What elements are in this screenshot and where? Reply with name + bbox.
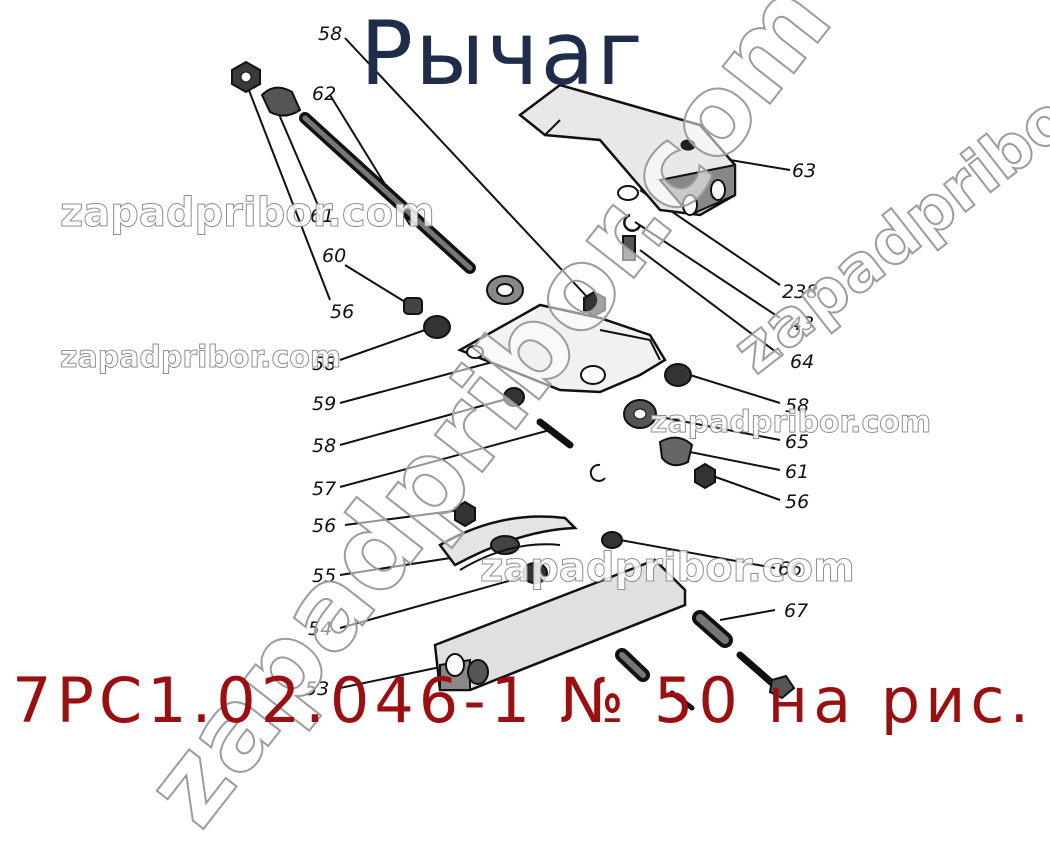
callout-67: 67 [784, 600, 808, 622]
leader-66 [619, 539, 776, 569]
leader-58c [339, 397, 511, 446]
callout-66: 66 [778, 558, 802, 580]
nut-56-right [694, 462, 716, 490]
callout-61a: 61 [310, 205, 334, 227]
watermark-2: zapadpribor.com [59, 340, 342, 376]
callout-43: 43 [790, 313, 814, 335]
leader-67 [719, 609, 776, 621]
rod-62 [299, 112, 476, 274]
bracket-63 [517, 83, 737, 217]
callout-53: 53 [305, 678, 329, 700]
page-title: Рычаг [360, 2, 645, 105]
watermark-1: zapadpribor.com [60, 190, 436, 237]
leader-43 [634, 221, 781, 319]
nut-58-mid [583, 290, 606, 318]
callout-64: 64 [790, 351, 814, 373]
callout-56c: 56 [785, 491, 809, 513]
bolt [736, 651, 796, 700]
pin-lower [615, 648, 650, 682]
leader-56b [344, 509, 461, 526]
leader-63 [729, 159, 791, 171]
watermark-4: zapadpribor.com [480, 545, 856, 592]
leader-57 [339, 429, 551, 488]
leader-61a [274, 104, 321, 211]
leader-56c [709, 474, 781, 501]
nut-58-left [423, 315, 451, 339]
pin-64 [622, 235, 636, 261]
exploded-drawing: 58 62 61 60 56 63 238 43 64 58 59 58 57 … [231, 23, 818, 711]
leader-61b [679, 449, 781, 471]
leader-53 [339, 664, 451, 689]
callout-58c: 58 [312, 435, 336, 457]
leader-56a [244, 79, 331, 301]
callout-57: 57 [312, 478, 336, 500]
lever-body-59 [457, 275, 667, 394]
callout-54: 54 [308, 618, 332, 640]
part-code: 7PC1.02.046-1 № 50 на рис. [12, 664, 1035, 737]
diagram-canvas: 58 62 61 60 56 63 238 43 64 58 59 58 57 … [12, 0, 1050, 849]
pin-67 [692, 610, 733, 648]
leader-58a [344, 37, 591, 301]
nut-58-lower [503, 387, 525, 407]
channel-base-53 [433, 558, 687, 692]
callout-55: 55 [312, 565, 336, 587]
callout-61b: 61 [785, 461, 809, 483]
nut-54 [522, 562, 548, 584]
callout-58d: 58 [785, 395, 809, 417]
leader-58d [689, 374, 781, 404]
leader-55 [339, 554, 471, 576]
callout-59: 59 [312, 393, 336, 415]
leader-60 [344, 264, 411, 306]
callout-58b: 58 [312, 353, 336, 375]
nut-58-right [664, 363, 692, 387]
leader-58b [339, 329, 426, 361]
screw-57 [536, 418, 574, 449]
nut-66 [601, 531, 623, 549]
ring-43 [623, 213, 642, 232]
callout-60: 60 [322, 245, 346, 267]
watermark-3: zapadpribor.com [649, 405, 932, 441]
callout-56b: 56 [312, 515, 336, 537]
leader-64 [639, 249, 781, 356]
bushing-60 [403, 297, 423, 315]
leader-54 [339, 574, 531, 629]
callout-56a: 56 [330, 301, 354, 323]
clip [589, 463, 606, 482]
leader-59 [339, 359, 501, 404]
cap-61 [260, 86, 302, 117]
nut-56-mid [454, 500, 476, 528]
spacer-65 [623, 399, 657, 429]
spring-plate-55 [438, 515, 578, 571]
cap-61-right [658, 436, 694, 467]
nut-56-top [231, 60, 261, 94]
leader-65 [649, 414, 781, 441]
callout-58a: 58 [318, 23, 342, 45]
callout-65: 65 [785, 431, 809, 453]
callout-63: 63 [792, 160, 816, 182]
small-screw [669, 690, 695, 711]
callout-62: 62 [312, 83, 336, 105]
washer-238 [617, 185, 639, 201]
callout-238: 238 [782, 281, 818, 303]
